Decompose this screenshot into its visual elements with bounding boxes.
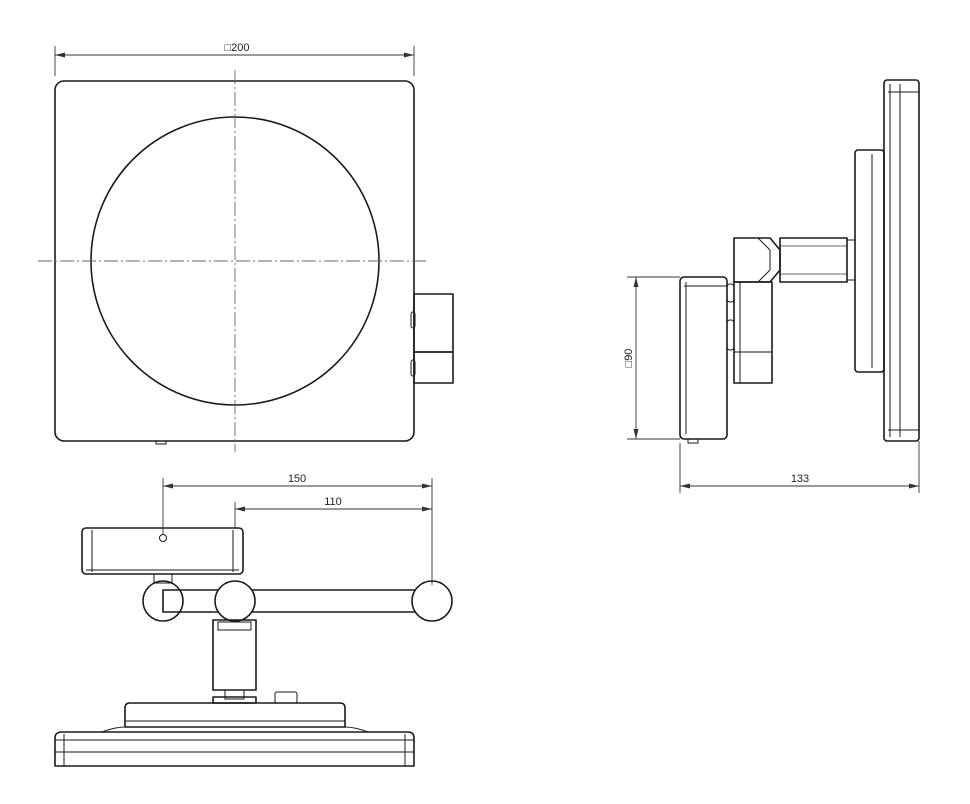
side-wall-box	[679, 276, 728, 440]
dimension-top-width: □200	[54, 42, 415, 76]
top-post-foot	[212, 696, 257, 704]
side-mirror-plate-outer	[883, 79, 920, 442]
front-bracket-lower	[413, 351, 454, 384]
top-joint-center	[214, 580, 256, 622]
dimension-reach-outer-label: 150	[288, 473, 306, 485]
top-mirror-plate	[54, 731, 415, 767]
side-arm-collar	[846, 239, 856, 281]
side-view: □90 133	[623, 79, 920, 493]
side-knob-lower	[726, 319, 735, 351]
side-joint-block	[733, 237, 781, 283]
top-box-hole	[159, 534, 167, 542]
dimension-reach-inner: 110	[234, 496, 432, 528]
side-box-foot	[687, 438, 699, 444]
dimension-reach-inner-label: 110	[324, 496, 342, 508]
front-bracket-upper	[413, 293, 454, 353]
top-joint-right	[411, 580, 453, 622]
front-bracket-knob-top	[410, 311, 416, 329]
top-view: 150 110	[54, 473, 453, 767]
dimension-top-width-label: □200	[225, 42, 250, 54]
top-mirror-backing	[124, 702, 346, 728]
top-arm-bar	[162, 589, 434, 613]
front-view: □200	[38, 42, 454, 452]
top-post-neck	[224, 689, 245, 700]
top-side-knob	[274, 691, 298, 704]
dimension-side-depth-label: 133	[791, 473, 809, 485]
dimension-side-depth: 133	[679, 441, 920, 493]
side-mirror-backing	[854, 149, 885, 373]
front-bracket-knob-bottom	[410, 359, 416, 377]
dimension-side-height: □90	[623, 276, 680, 440]
dimension-side-height-label: □90	[623, 349, 635, 368]
dimension-reach-outer: 150	[162, 473, 433, 585]
side-arm-tube	[779, 237, 848, 283]
front-bottom-tab	[155, 440, 167, 445]
side-knob-upper	[726, 283, 735, 303]
top-joint-left	[142, 580, 184, 622]
top-connector	[153, 573, 173, 584]
